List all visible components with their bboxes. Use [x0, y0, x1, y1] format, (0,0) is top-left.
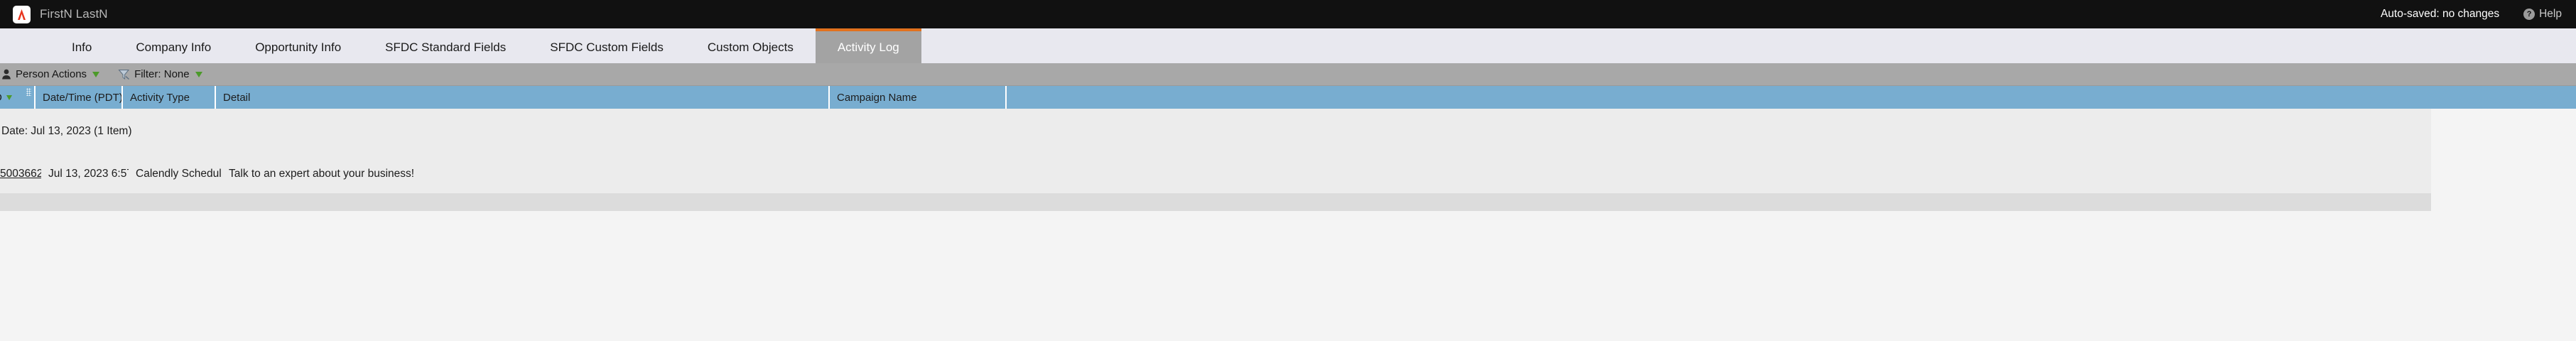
question-mark-circle-icon: ? [2523, 9, 2536, 20]
sort-caret-icon[interactable] [6, 94, 12, 100]
cell-detail: Talk to an expert about your business! [229, 167, 415, 180]
top-bar-right: Auto-saved: no changes ? Help [2381, 8, 2562, 21]
column-header-datetime[interactable]: Date/Time (PDT) [36, 86, 123, 109]
tab-company-info[interactable]: Company Info [114, 28, 233, 63]
person-actions-label: Person Actions [16, 68, 87, 80]
column-header-label: Campaign Name [837, 91, 917, 104]
tab-label: Company Info [136, 40, 212, 54]
table-header-row: D Date/Time (PDT) Activity Type Detail C… [0, 86, 2576, 109]
column-header-label: Detail [223, 91, 251, 104]
column-header-campaign-name[interactable]: Campaign Name [830, 86, 1007, 109]
activity-log-table: D Date/Time (PDT) Activity Type Detail C… [0, 86, 2576, 341]
tab-label: SFDC Standard Fields [385, 40, 507, 54]
table-right-filler [2431, 109, 2576, 341]
column-header-label: Activity Type [130, 91, 190, 104]
person-icon [1, 69, 11, 80]
tab-label: SFDC Custom Fields [550, 40, 664, 54]
column-header-label: Date/Time (PDT) [43, 91, 123, 104]
activity-id-link[interactable]: 5003662 [0, 167, 41, 180]
column-header-id[interactable]: D [0, 86, 36, 109]
chevron-down-icon[interactable] [92, 71, 100, 77]
person-actions-button[interactable]: Person Actions [1, 68, 100, 80]
action-toolbar: Person Actions Filter: None [0, 63, 2576, 86]
chevron-down-icon[interactable] [195, 71, 202, 77]
funnel-filter-icon [118, 69, 130, 80]
top-bar: FirstN LastN Auto-saved: no changes ? He… [0, 0, 2576, 28]
tab-activity-log[interactable]: Activity Log [815, 28, 921, 63]
help-button[interactable]: ? Help [2523, 8, 2562, 21]
column-resize-grip[interactable] [26, 88, 31, 96]
table-row[interactable]: 5003662 Jul 13, 2023 6:57 AM Calendly Sc… [0, 154, 2431, 193]
tab-label: Custom Objects [707, 40, 794, 54]
tab-sfdc-standard-fields[interactable]: SFDC Standard Fields [363, 28, 528, 63]
column-header-detail[interactable]: Detail [216, 86, 830, 109]
tab-label: Activity Log [837, 40, 899, 54]
help-label: Help [2539, 8, 2562, 20]
tab-label: Info [72, 40, 92, 54]
brand-name: FirstN LastN [40, 7, 108, 21]
cell-datetime: Jul 13, 2023 6:57 AM [48, 167, 129, 180]
column-header-label: D [0, 92, 2, 104]
tab-sfdc-custom-fields[interactable]: SFDC Custom Fields [528, 28, 686, 63]
column-header-activity-type[interactable]: Activity Type [123, 86, 216, 109]
tab-info[interactable]: Info [50, 28, 114, 63]
tab-custom-objects[interactable]: Custom Objects [686, 28, 816, 63]
cell-id[interactable]: 5003662 [0, 168, 41, 180]
tab-strip: Info Company Info Opportunity Info SFDC … [0, 28, 2576, 63]
brand: FirstN LastN [13, 5, 108, 23]
marketo-logo-icon [13, 5, 31, 23]
autosave-status: Auto-saved: no changes [2380, 8, 2500, 20]
tab-opportunity-info[interactable]: Opportunity Info [233, 28, 363, 63]
tab-label: Opportunity Info [255, 40, 342, 54]
table-group-row: Date: Jul 13, 2023 (1 Item) [0, 109, 2431, 154]
column-header-filler[interactable] [1007, 86, 1152, 109]
filter-button[interactable]: Filter: None [118, 68, 202, 80]
table-group-label: Date: Jul 13, 2023 (1 Item) [1, 125, 132, 137]
cell-activity-type: Calendly Schedule E... [136, 167, 222, 180]
table-bottom-strip [0, 193, 2431, 211]
filter-label: Filter: None [134, 68, 190, 80]
